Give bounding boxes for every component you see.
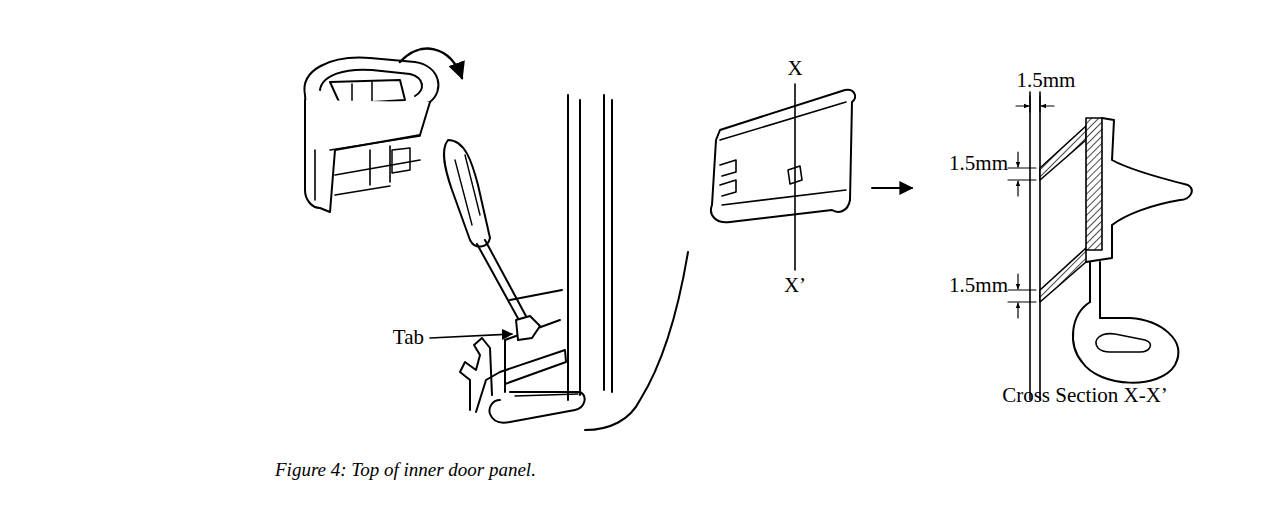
section-title: Cross Section X-X’ — [1002, 384, 1168, 407]
figure-caption: Figure 4: Top of inner door panel. — [275, 460, 536, 481]
part-label: Tab — [393, 326, 424, 349]
dimension-label: 1.5mm — [949, 152, 1008, 175]
section-letter: X’ — [784, 274, 806, 297]
dimension-lines — [1008, 96, 1054, 318]
rotation-arrow — [400, 49, 462, 78]
tab-leader — [430, 334, 512, 338]
screwdriver — [444, 140, 540, 340]
direction-arrow — [872, 187, 912, 189]
door-panel — [460, 95, 688, 430]
cross-section — [1030, 92, 1192, 400]
dimension-label: 1.5mm — [1017, 69, 1076, 92]
section-line — [794, 84, 796, 270]
weatherstrip-section — [711, 90, 855, 223]
section-letter: X — [787, 57, 802, 80]
clip-part — [304, 58, 438, 212]
dimension-label: 1.5mm — [949, 274, 1008, 297]
